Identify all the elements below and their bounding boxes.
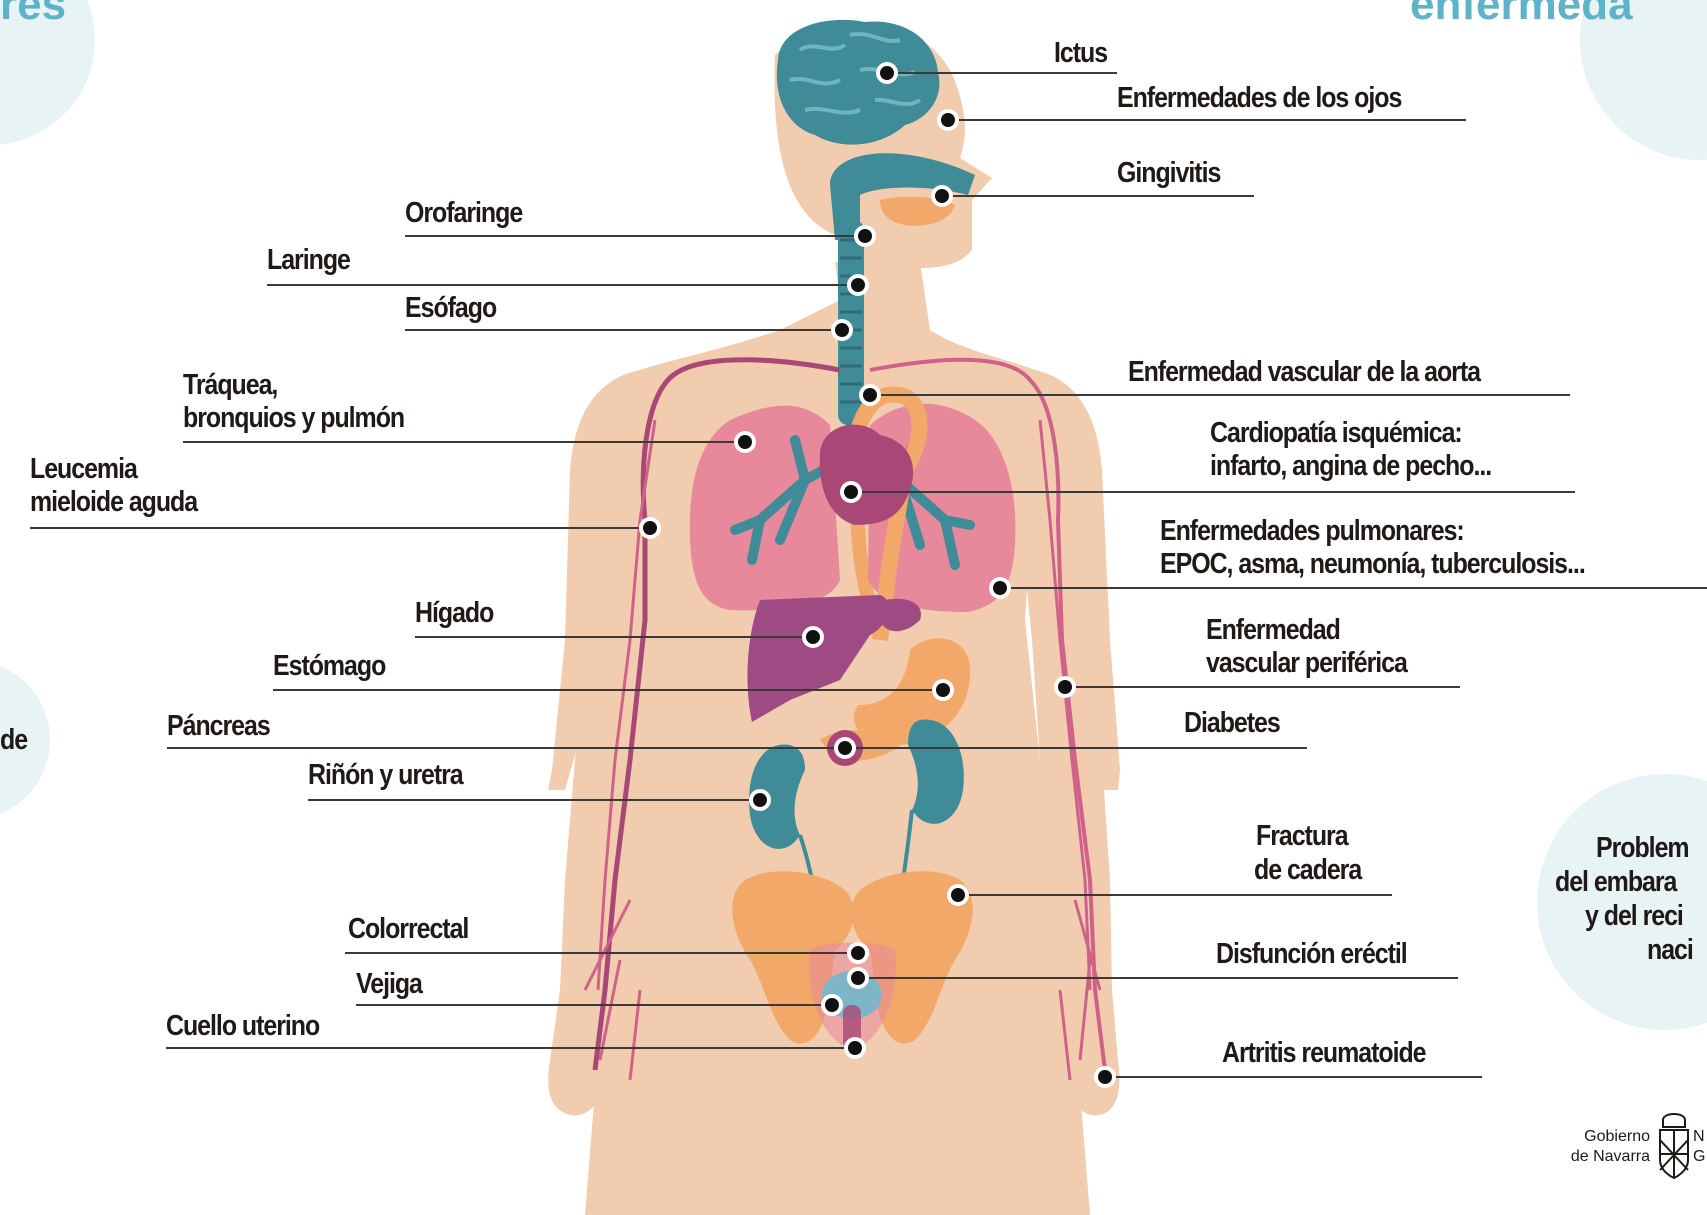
logo-text-line1: Gobierno (1584, 1127, 1650, 1146)
marker-estomago (936, 683, 950, 697)
label-traquea-line2: bronquios y pulmón (183, 402, 404, 434)
right-badge-line2: del embara (1555, 866, 1676, 898)
marker-orofaringe (858, 229, 872, 243)
label-pulmon-line1: Enfermedades pulmonares: (1160, 515, 1464, 547)
header-right-fragment: enfermeda (1410, 0, 1633, 30)
marker-esofago (835, 323, 849, 337)
marker-rinon (753, 793, 767, 807)
header-left-fragment: res (0, 0, 66, 30)
label-traquea-line1: Tráquea, (183, 369, 277, 401)
label-erectil: Disfunción eréctil (1216, 938, 1407, 970)
label-periferica-line1: Enfermedad (1206, 614, 1340, 646)
label-diabetes: Diabetes (1184, 707, 1280, 739)
marker-gingivitis (935, 189, 949, 203)
marker-cadera (951, 888, 965, 902)
marker-pulmon (993, 581, 1007, 595)
marker-traquea (738, 435, 752, 449)
marker-leucemia (643, 521, 657, 535)
label-leucemia-line2: mieloide aguda (30, 486, 197, 518)
label-pancreas: Páncreas (167, 710, 270, 742)
label-periferica-line2: vascular periférica (1206, 647, 1407, 679)
label-orofaringe: Orofaringe (405, 197, 522, 229)
right-badge-line3: y del reci (1585, 900, 1683, 932)
label-rinon: Riñón y uretra (308, 759, 463, 791)
label-colorrectal: Colorrectal (348, 913, 468, 945)
marker-colorrectal (851, 946, 865, 960)
label-higado: Hígado (415, 597, 493, 629)
marker-ojos (941, 113, 955, 127)
label-ictus: Ictus (1054, 37, 1107, 69)
right-badge-line4: naci (1647, 934, 1693, 966)
label-artritis: Artritis reumatoide (1222, 1037, 1426, 1069)
marker-cardio (844, 485, 858, 499)
marker-cuello (848, 1041, 862, 1055)
navarra-shield-icon (1660, 1114, 1688, 1178)
label-laringe: Laringe (267, 244, 350, 276)
right-badge-line1: Problem (1596, 832, 1689, 864)
logo-side-line1: N (1693, 1127, 1705, 1146)
label-gingivitis: Gingivitis (1117, 157, 1220, 189)
logo-text-line2: de Navarra (1571, 1147, 1650, 1166)
marker-higado (806, 630, 820, 644)
logo-side-line2: G (1693, 1147, 1705, 1166)
label-ojos: Enfermedades de los ojos (1117, 82, 1401, 114)
label-pulmon-line2: EPOC, asma, neumonía, tuberculosis... (1160, 548, 1585, 580)
marker-aorta (863, 388, 877, 402)
label-cadera-line2: de cadera (1254, 854, 1361, 886)
marker-pancreas (838, 741, 852, 755)
marker-ictus (880, 66, 894, 80)
label-aorta: Enfermedad vascular de la aorta (1128, 356, 1480, 388)
label-cardio-line2: infarto, angina de pecho... (1210, 450, 1491, 482)
left-badge-fragment: de (0, 724, 27, 756)
label-vejiga: Vejiga (356, 968, 422, 1000)
marker-vejiga (825, 998, 839, 1012)
label-cardio-line1: Cardiopatía isquémica: (1210, 417, 1462, 449)
label-cuello: Cuello uterino (166, 1010, 319, 1042)
marker-erectil (851, 971, 865, 985)
marker-periferica (1058, 680, 1072, 694)
marker-laringe (851, 278, 865, 292)
label-leucemia-line1: Leucemia (30, 453, 137, 485)
label-esofago: Esófago (405, 292, 496, 324)
label-estomago: Estómago (273, 650, 385, 682)
marker-artritis (1098, 1070, 1112, 1084)
label-cadera-line1: Fractura (1256, 820, 1348, 852)
